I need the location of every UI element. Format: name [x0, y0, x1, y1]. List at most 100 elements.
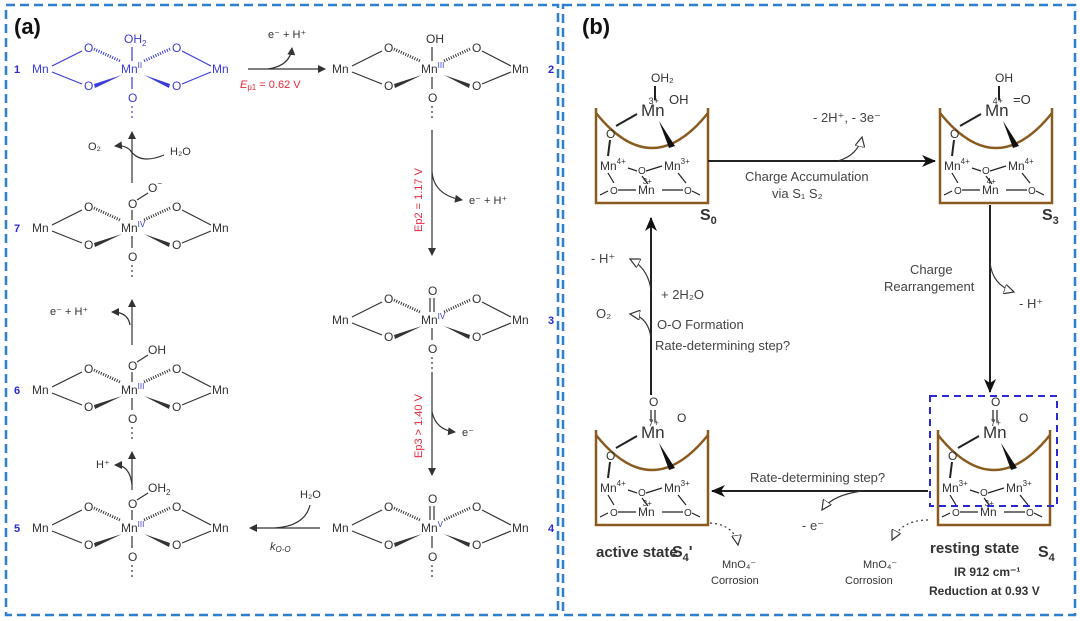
bridging-o-atom: O	[384, 292, 393, 306]
bridging-o-atom: O	[84, 238, 93, 252]
svg-text:O: O	[954, 186, 962, 197]
step-1-oxidation: e⁻ + H⁺ Ep1 = 0.62 V	[240, 29, 326, 92]
top-mn-atom: Mn7+	[641, 418, 665, 442]
axial-o-atom: O	[428, 550, 437, 564]
axial-o-atom: O	[428, 342, 437, 356]
top-mn-atom: Mn3+	[641, 96, 665, 120]
corrosion-branch-active: MnO₄⁻ Corrosion	[709, 522, 759, 587]
bridging-o-atom: O	[472, 292, 481, 306]
bridging-o-atom: O	[172, 41, 181, 55]
potential-label: Ep3 > 1.40 V	[413, 393, 425, 458]
cluster-mn-2: Mn4+	[1008, 157, 1034, 173]
svg-text:O: O	[684, 186, 692, 197]
center-mn-atom: MnIII	[121, 520, 144, 535]
svg-text:OH: OH	[995, 71, 1013, 85]
state-label: S4	[1038, 544, 1056, 564]
axial-o-atom: O	[128, 412, 137, 426]
cluster-mn-1: Mn4+	[600, 157, 626, 173]
state-label: S3	[1042, 207, 1059, 227]
state-label: S0	[700, 207, 717, 227]
transition-label-2: Rearrangement	[884, 279, 975, 294]
transition-s4-to-s4prime: Rate-determining step? - e⁻	[711, 470, 928, 533]
peroxo-o-atom: O	[128, 497, 137, 511]
center-mn-atom: MnIV	[121, 220, 146, 235]
ir-frequency: IR 912 cm⁻¹	[954, 565, 1020, 579]
left-mn-atom: Mn	[32, 383, 49, 397]
svg-text:O: O	[1026, 508, 1034, 519]
bridging-o-atom: O	[384, 538, 393, 552]
center-mn-atom: MnIII	[121, 382, 144, 397]
aqua-ligand: OH2	[124, 32, 147, 48]
transition-s4prime-to-s0: - H⁺ O₂ + 2H₂O O-O Formation Rate-determ…	[591, 217, 790, 395]
center-mn-atom: MnIII	[421, 61, 444, 76]
release-text: - 2H⁺, - 3e⁻	[813, 110, 881, 125]
resting-state-box	[929, 395, 1058, 507]
right-mn-atom: Mn	[212, 62, 229, 76]
cluster-mn-1: Mn4+	[944, 157, 970, 173]
compound-number: 5	[14, 523, 20, 535]
right-mn-atom: Mn	[512, 313, 529, 327]
panel-a-label: (a)	[14, 14, 41, 39]
release-arrow	[114, 461, 133, 486]
oxo-ligand: O	[428, 492, 437, 506]
axial-o-atom: O	[128, 91, 137, 105]
bridging-o-atom: O	[384, 500, 393, 514]
cluster-cup	[594, 108, 710, 205]
bridging-o-atom: O	[84, 538, 93, 552]
top-mn-atom: Mn7+	[983, 418, 1007, 442]
release-text: O₂	[88, 141, 101, 153]
reagent-arrow	[274, 504, 311, 529]
svg-text:OH: OH	[669, 92, 689, 107]
transition-s0-to-s3: - 2H⁺, - 3e⁻ Charge Accumulation via S₁ …	[708, 110, 936, 201]
cluster-mn-2: Mn3+	[664, 479, 690, 495]
release-arrow	[837, 137, 862, 162]
bridging-o-atom: O	[172, 500, 181, 514]
bridging-o-atom: O	[472, 41, 481, 55]
terminal-oh2: OH2	[148, 481, 171, 497]
cluster-mn-3: Mn3+	[638, 177, 655, 197]
transition-label-1: O-O Formation	[657, 317, 744, 332]
bridging-o-atom: O	[84, 79, 93, 93]
svg-text:O: O	[606, 127, 615, 141]
step-7-o2-release: O₂ H₂O	[88, 131, 191, 183]
corrosion-label: Corrosion	[711, 575, 759, 587]
release-arrow-2	[630, 314, 652, 339]
center-mn-atom: MnV	[421, 520, 444, 535]
reagent-text: H₂O	[300, 489, 321, 501]
bridging-o-atom: O	[384, 330, 393, 344]
transition-s3-to-s4: - H⁺ Charge Rearrangement	[884, 205, 1043, 393]
cluster-mn-2: Mn3+	[664, 157, 690, 173]
permanganate-label: MnO₄⁻	[863, 559, 897, 571]
transition-label-1: Charge Accumulation	[745, 169, 869, 184]
release-arrow	[989, 261, 1014, 292]
release-arrow-1	[630, 259, 652, 291]
release-text: e⁻	[462, 427, 474, 439]
cluster-mn-1: Mn3+	[942, 479, 968, 495]
permanganate-label: MnO₄⁻	[722, 559, 756, 571]
terminal-o-minus: O−	[148, 179, 162, 195]
center-mn-atom: MnII	[121, 61, 142, 76]
svg-text:O: O	[1019, 411, 1028, 425]
reagent-text: + 2H₂O	[661, 287, 704, 302]
svg-text:O: O	[677, 411, 686, 425]
left-mn-atom: Mn	[332, 521, 349, 535]
release-text: e⁻ + H⁺	[50, 306, 88, 318]
bridging-o-atom: O	[472, 538, 481, 552]
terminal-oh: OH	[148, 343, 166, 357]
left-mn-atom: Mn	[332, 313, 349, 327]
release-text: e⁻ + H⁺	[469, 195, 507, 207]
svg-text:O: O	[610, 186, 618, 197]
panel-b-frame	[561, 3, 1077, 617]
release-text: e⁻ + H⁺	[268, 29, 306, 41]
release-arrow	[111, 308, 131, 326]
hydroxo-ligand: OH	[426, 32, 444, 46]
svg-text:O: O	[950, 127, 959, 141]
right-mn-atom: Mn	[212, 221, 229, 235]
transition-label-2: Rate-determining step?	[655, 338, 790, 353]
